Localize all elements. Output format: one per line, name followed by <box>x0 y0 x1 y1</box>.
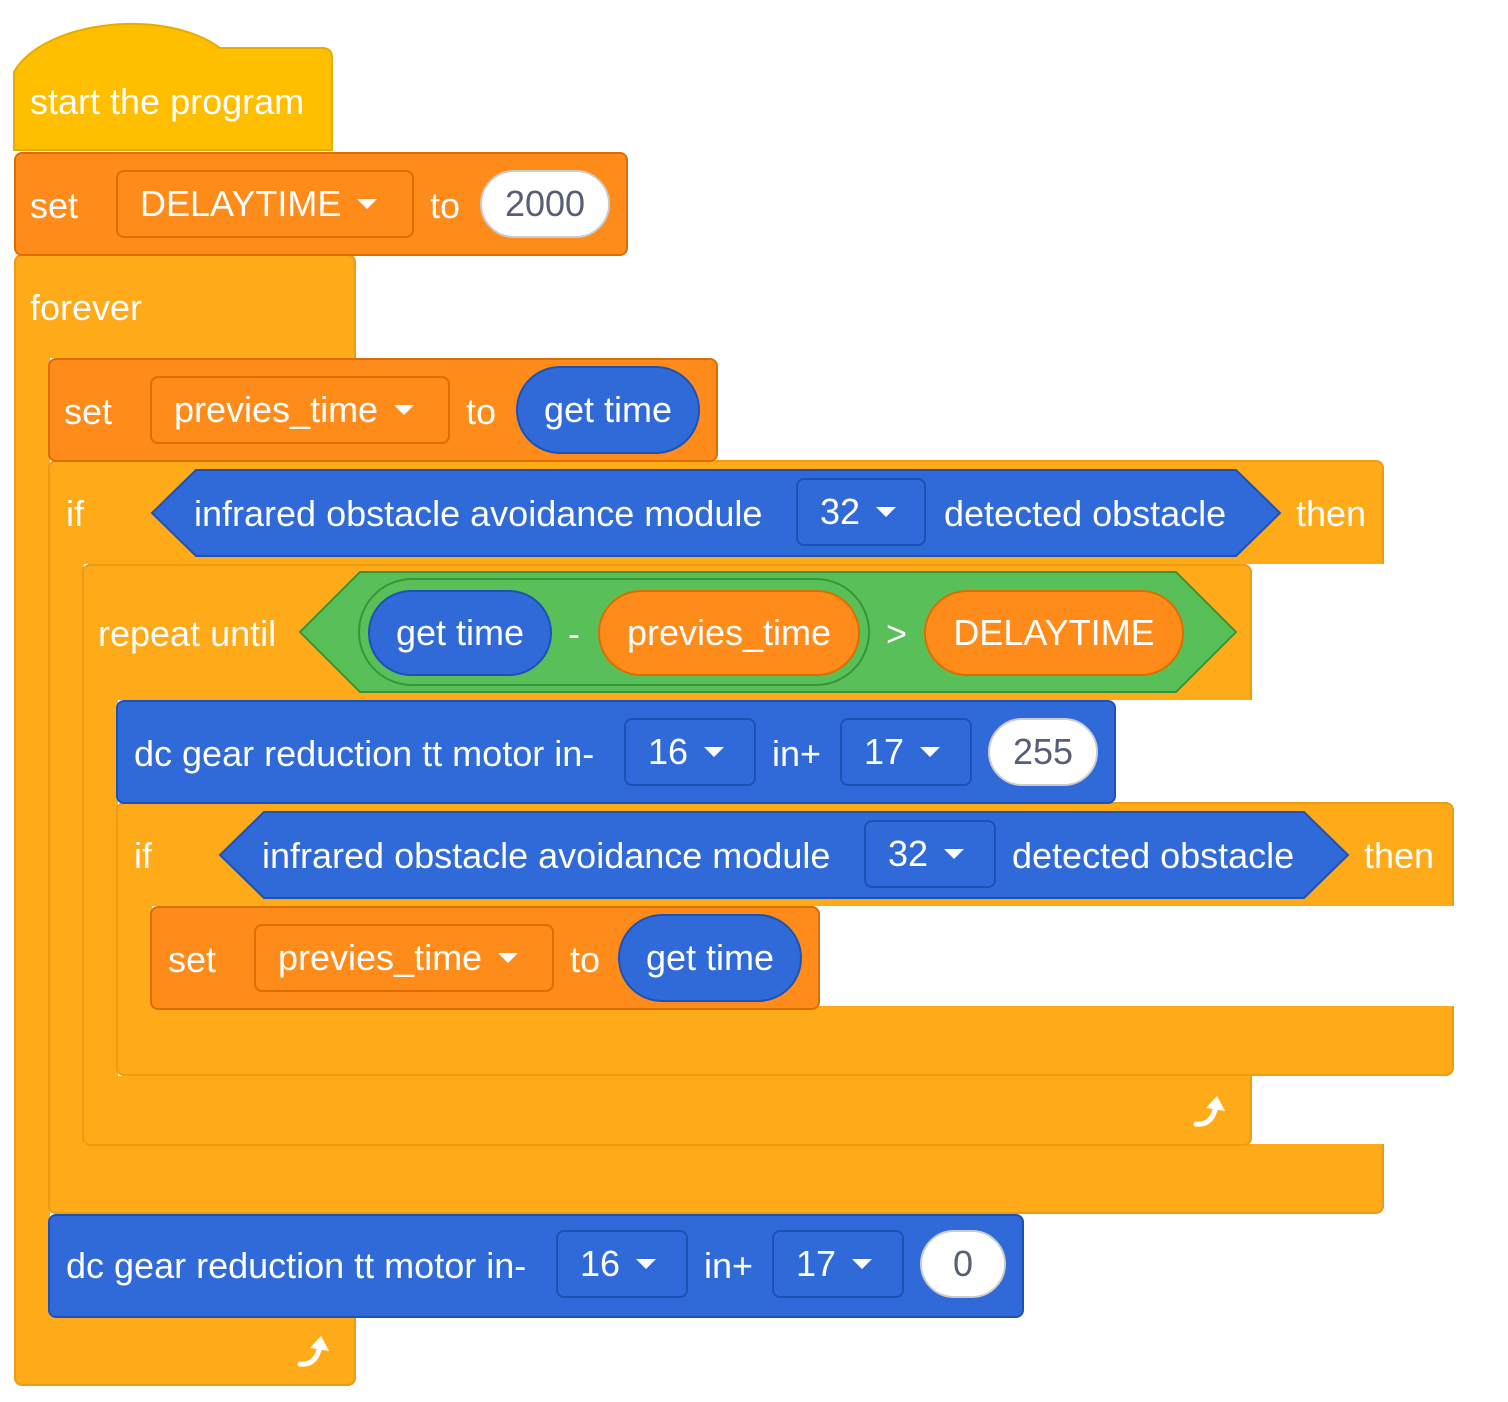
greater-than-label: > <box>886 613 908 654</box>
pin-value: 17 <box>864 731 905 772</box>
forever-footer <box>14 1316 356 1386</box>
chevron-down-icon <box>394 405 415 415</box>
if-block-1-footer <box>48 1144 1384 1214</box>
chevron-down-icon <box>944 849 965 859</box>
loop-arrow-icon <box>297 1336 329 1367</box>
start-program-label: start the program <box>30 81 305 122</box>
pin-value: 17 <box>796 1243 837 1284</box>
if-label: if <box>66 493 84 534</box>
chevron-down-icon <box>876 507 897 517</box>
repeat-until-footer <box>82 1076 1252 1146</box>
chevron-down-icon <box>636 1259 657 1269</box>
if-block-1-arm <box>48 560 84 1150</box>
delaytime-variable-reporter[interactable]: DELAYTIME <box>924 590 1184 676</box>
in-plus-label: in+ <box>772 733 822 774</box>
set-label: set <box>64 391 113 432</box>
delay-value-input[interactable]: 2000 <box>480 170 610 238</box>
if-block-2-footer <box>116 1006 1454 1076</box>
in-plus-pin-dropdown[interactable]: 17 <box>840 718 972 786</box>
start-program-hat-block[interactable] <box>12 12 334 156</box>
detected-obstacle-label: detected obstacle <box>1012 835 1295 876</box>
variable-dropdown-previes-time[interactable]: previes_time <box>150 376 450 444</box>
chevron-down-icon <box>357 199 378 209</box>
set-label: set <box>168 939 217 980</box>
sensor-pin-dropdown[interactable]: 32 <box>796 478 926 546</box>
previes-time-variable-reporter[interactable]: previes_time <box>598 590 860 676</box>
obstacle-detected-boolean-1[interactable] <box>150 468 1282 558</box>
forever-arm <box>14 354 50 1324</box>
variable-dropdown-previes-time[interactable]: previes_time <box>254 924 554 992</box>
motor-speed-input[interactable]: 255 <box>988 718 1098 786</box>
in-minus-pin-dropdown[interactable]: 16 <box>624 718 756 786</box>
in-plus-pin-dropdown[interactable]: 17 <box>772 1230 904 1298</box>
repeat-until-label: repeat until <box>98 613 277 654</box>
minus-label: - <box>568 613 580 654</box>
to-label: to <box>466 391 497 432</box>
loop-arrow-icon <box>1193 1096 1225 1127</box>
get-time-reporter[interactable]: get time <box>618 914 802 1002</box>
motor-label: dc gear reduction tt motor in- <box>66 1245 527 1286</box>
to-label: to <box>430 185 461 226</box>
obstacle-detected-boolean-2[interactable] <box>218 810 1350 900</box>
to-label: to <box>570 939 601 980</box>
pin-value: 16 <box>580 1243 621 1284</box>
variable-dropdown-value: DELAYTIME <box>140 183 342 224</box>
set-label: set <box>30 185 79 226</box>
variable-dropdown-delaytime[interactable]: DELAYTIME <box>116 170 414 238</box>
get-time-reporter[interactable]: get time <box>516 366 700 454</box>
repeat-until-arm <box>82 696 118 1080</box>
pin-value: 32 <box>888 833 929 874</box>
forever-label: forever <box>30 287 143 328</box>
sensor-label: infrared obstacle avoidance module <box>262 835 831 876</box>
motor-label: dc gear reduction tt motor in- <box>134 733 595 774</box>
get-time-reporter[interactable]: get time <box>368 590 552 676</box>
chevron-down-icon <box>498 953 519 963</box>
pin-value: 16 <box>648 731 689 772</box>
pin-value: 32 <box>820 491 861 532</box>
chevron-down-icon <box>704 747 725 757</box>
chevron-down-icon <box>852 1259 873 1269</box>
sensor-pin-dropdown[interactable]: 32 <box>864 820 996 888</box>
if-label: if <box>134 835 152 876</box>
then-label: then <box>1364 835 1435 876</box>
sensor-label: infrared obstacle avoidance module <box>194 493 763 534</box>
in-minus-pin-dropdown[interactable]: 16 <box>556 1230 688 1298</box>
motor-speed-input[interactable]: 0 <box>920 1230 1006 1298</box>
variable-dropdown-value: previes_time <box>278 937 483 978</box>
if-block-2-arm <box>116 902 152 1012</box>
variable-dropdown-value: previes_time <box>174 389 379 430</box>
then-label: then <box>1296 493 1367 534</box>
in-plus-label: in+ <box>704 1245 754 1286</box>
chevron-down-icon <box>920 747 941 757</box>
detected-obstacle-label: detected obstacle <box>944 493 1227 534</box>
